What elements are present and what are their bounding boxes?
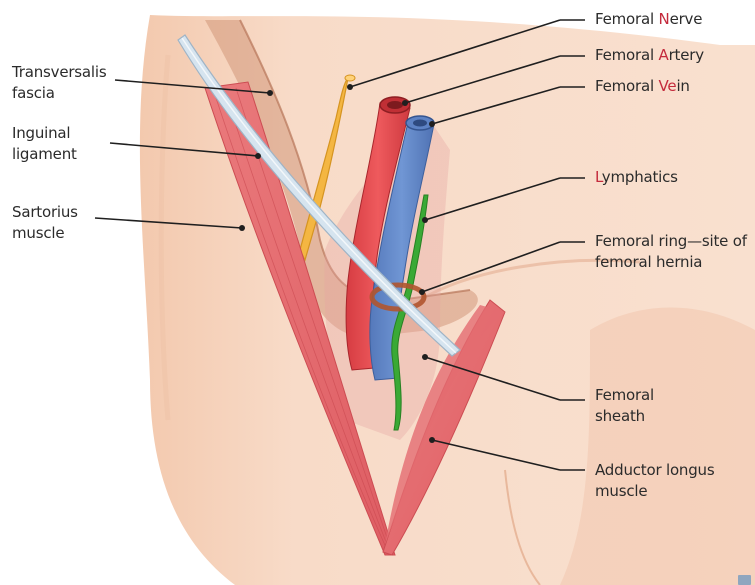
label-adductor-longus-line2: muscle: [595, 481, 714, 502]
label-femoral-artery-post: rtery: [669, 46, 704, 64]
label-femoral-vein-pre: Femoral: [595, 77, 659, 95]
label-sartorius-line2: muscle: [12, 223, 78, 244]
label-inguinal-line2: ligament: [12, 144, 77, 165]
label-lymphatics-post: ymphatics: [602, 168, 678, 186]
label-femoral-nerve-pre: Femoral: [595, 10, 659, 28]
label-femoral-ring-line1: Femoral ring—site of: [595, 231, 747, 252]
label-lymphatics-hl: L: [595, 168, 602, 186]
label-femoral-sheath-line1: Femoral: [595, 385, 654, 406]
label-femoral-nerve-hl: N: [659, 10, 670, 28]
label-femoral-ring-line2: femoral hernia: [595, 252, 747, 273]
label-transversalis-fascia: Transversalis fascia: [12, 62, 106, 104]
label-femoral-artery: Femoral Artery: [595, 45, 704, 66]
label-inguinal-ligament: Inguinal ligament: [12, 123, 77, 165]
label-femoral-ring: Femoral ring—site of femoral hernia: [595, 231, 747, 273]
label-femoral-vein-post: in: [676, 77, 689, 95]
label-lymphatics: Lymphatics: [595, 167, 678, 188]
publisher-logo-icon: [738, 575, 751, 585]
label-sartorius-line1: Sartorius: [12, 202, 78, 223]
label-adductor-longus-line1: Adductor longus: [595, 460, 714, 481]
label-femoral-nerve-post: erve: [670, 10, 703, 28]
label-femoral-sheath-line2: sheath: [595, 406, 654, 427]
label-transversalis-line2: fascia: [12, 83, 106, 104]
label-inguinal-line1: Inguinal: [12, 123, 77, 144]
label-transversalis-line1: Transversalis: [12, 62, 106, 83]
label-femoral-artery-pre: Femoral: [595, 46, 659, 64]
label-sartorius-muscle: Sartorius muscle: [12, 202, 78, 244]
label-femoral-artery-hl: A: [659, 46, 669, 64]
label-adductor-longus: Adductor longus muscle: [595, 460, 714, 502]
label-femoral-vein-hl: Ve: [659, 77, 677, 95]
label-femoral-vein: Femoral Vein: [595, 76, 690, 97]
label-femoral-nerve: Femoral Nerve: [595, 9, 702, 30]
label-femoral-sheath: Femoral sheath: [595, 385, 654, 427]
